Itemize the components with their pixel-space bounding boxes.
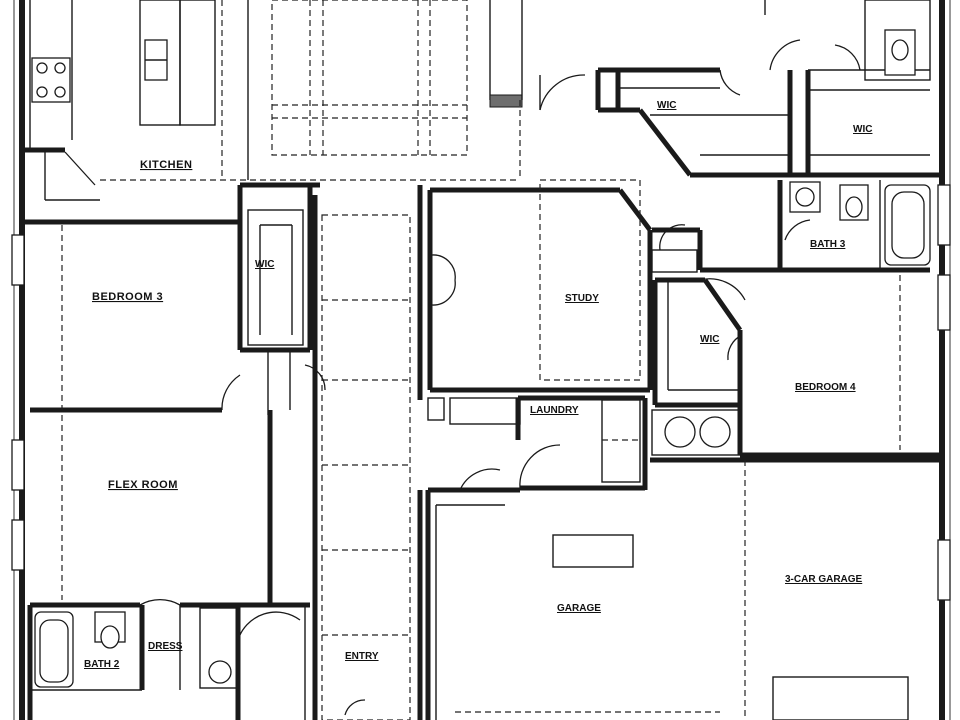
wic-top-right-label: WIC <box>853 124 872 135</box>
family-room-area <box>247 0 523 180</box>
garage3-storage <box>772 676 909 720</box>
bath2-area: BATH 2 DRESS <box>27 605 306 720</box>
wic-bedroom3-label: WIC <box>255 259 274 270</box>
kitchen-area: KITCHEN <box>22 0 520 201</box>
bath3-area: BATH 3 <box>784 180 931 268</box>
wic-top-left-label: WIC <box>657 100 676 111</box>
study-area: STUDY <box>427 179 653 393</box>
master-suite-area: WIC WIC <box>539 0 942 178</box>
exterior-walls <box>11 0 951 720</box>
garage-label: GARAGE <box>557 603 601 614</box>
entry-area: ENTRY <box>312 185 423 720</box>
garage-storage <box>552 534 634 568</box>
sink-bath3 <box>789 181 821 213</box>
sink-bath-right <box>699 416 731 448</box>
flex-room-label: FLEX ROOM <box>108 479 178 491</box>
bath3-label: BATH 3 <box>810 239 846 250</box>
bedroom4-label: BEDROOM 4 <box>795 382 856 393</box>
garage3-label: 3-CAR GARAGE <box>785 574 863 585</box>
wic-bedroom4-label: WIC <box>700 334 719 345</box>
laundry-label: LAUNDRY <box>530 405 579 416</box>
bedroom3-label: BEDROOM 3 <box>92 291 163 303</box>
flex-room-area: FLEX ROOM <box>30 410 310 608</box>
bath2-label: BATH 2 <box>84 659 120 670</box>
laundry-area: LAUNDRY <box>427 395 741 491</box>
dress-label: DRESS <box>148 641 183 652</box>
sink-bath-left <box>664 416 696 448</box>
bedroom4-area: BEDROOM 4 <box>727 267 942 458</box>
study-label: STUDY <box>565 293 599 304</box>
entry-label: ENTRY <box>345 651 379 662</box>
garage-area: GARAGE 3-CAR GARAGE <box>425 457 942 720</box>
kitchen-label: KITCHEN <box>140 159 192 171</box>
wic-bedroom4-area: WIC <box>652 277 743 408</box>
bedroom3-area: BEDROOM 3 WIC <box>22 182 326 415</box>
